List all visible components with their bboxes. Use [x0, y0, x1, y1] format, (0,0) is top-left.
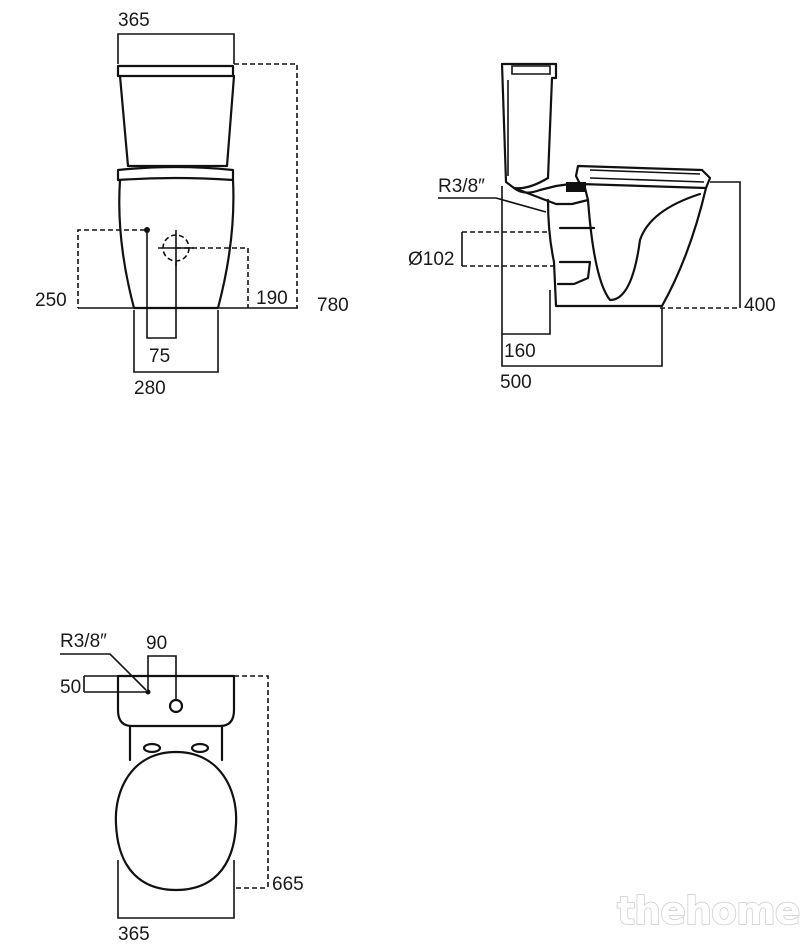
front-cistern-outline: [116, 64, 235, 78]
front-offset-dim-line: [146, 232, 177, 339]
side-thread-leader: [438, 197, 547, 213]
front-outlet-dashed: [176, 247, 249, 308]
top-inlet-offset-dim: [83, 675, 146, 693]
front-view: 365 250 190 780 75 280: [35, 10, 349, 399]
top-bowl-sides: [128, 724, 224, 762]
side-cistern-body: [500, 62, 558, 190]
top-inlet-point: [145, 689, 151, 695]
top-cistern: [116, 674, 236, 728]
dim-top-thread: R3/8″: [60, 631, 107, 652]
dim-front-outlet-height: 190: [256, 288, 288, 309]
dim-front-width: 365: [118, 10, 150, 31]
top-seat: [114, 750, 238, 892]
front-base-dim-line: [133, 310, 219, 373]
dim-front-inlet-height: 250: [35, 290, 67, 311]
front-cistern-body: [118, 74, 236, 168]
dim-side-outlet-offset: 160: [504, 341, 536, 362]
front-inlet-point: [144, 227, 150, 233]
side-depth-dim: [501, 186, 663, 367]
dim-top-length: 665: [272, 874, 304, 895]
dim-front-offset: 75: [149, 346, 170, 367]
top-hinge-right: [190, 742, 210, 754]
dim-side-thread: R3/8″: [438, 176, 485, 197]
dim-side-seat-height: 400: [744, 295, 776, 316]
side-fittings: [512, 182, 590, 206]
side-seat-hinge: [589, 169, 705, 183]
side-seat-height-dim: [710, 181, 741, 308]
dim-side-depth: 500: [500, 372, 532, 393]
dim-top-width: 365: [118, 924, 150, 945]
front-height-dim-line: [234, 63, 298, 308]
front-inlet-dashed: [77, 229, 145, 308]
top-length-dim: [234, 675, 269, 889]
side-cistern-inner: [507, 65, 551, 176]
top-thread-leader: [60, 653, 147, 691]
dim-front-base-width: 280: [134, 378, 166, 399]
side-outlet-dashed: [462, 231, 556, 267]
side-bolt: [566, 182, 586, 192]
top-width-dim: [117, 860, 235, 919]
watermark-logo: thehome: [617, 889, 800, 933]
top-hinge-left: [142, 742, 162, 754]
side-trapway: [556, 226, 596, 286]
side-view: R3/8″ Ø102 160 500 400: [408, 62, 776, 393]
dim-top-inlet-offset: 50: [60, 677, 81, 698]
dim-top-hole-spacing: 90: [146, 633, 167, 654]
top-outlet-hole: [168, 698, 184, 714]
side-bowl: [546, 186, 708, 308]
dim-side-outlet-diameter: Ø102: [408, 249, 454, 270]
top-view: R3/8″ 90 50 665 365: [60, 631, 304, 945]
front-width-dim-line: [117, 33, 235, 64]
dim-front-total-height: 780: [317, 295, 349, 316]
front-seat-lid: [116, 165, 235, 182]
side-outlet-offset-dim: [502, 290, 551, 335]
side-seat: [574, 164, 712, 190]
top-hole-spacing-dim: [147, 655, 177, 700]
